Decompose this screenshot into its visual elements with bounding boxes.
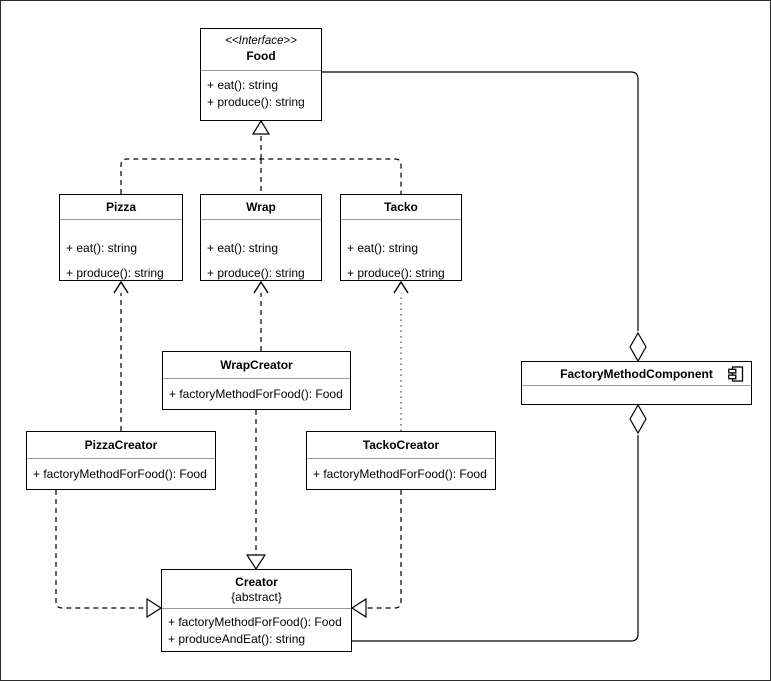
class-operations-pizzacreator: + factoryMethodForFood(): Food <box>27 459 215 483</box>
class-divider-wrapcreator <box>163 378 350 379</box>
class-box-factorymethodcomponent[interactable]: FactoryMethodComponent <box>521 361 752 405</box>
operation: + produce(): string <box>66 266 164 280</box>
class-divider-pizza <box>60 219 182 220</box>
operation: + eat(): string <box>347 241 419 255</box>
class-header-wrapcreator: WrapCreator <box>163 352 350 378</box>
class-divider-food <box>201 70 321 71</box>
operation: + eat(): string <box>66 241 138 255</box>
class-stereotype-food: <<Interface>> <box>225 35 297 47</box>
class-divider-tacko <box>341 219 461 220</box>
edge-generalization-pizzacreator-creator <box>55 490 163 619</box>
class-header-pizzacreator: PizzaCreator <box>27 432 215 458</box>
edge-dependency-tackocreator-tacko <box>393 280 409 431</box>
class-name-tackocreator: TackoCreator <box>362 438 440 452</box>
operation: + produce(): string <box>207 266 305 280</box>
class-header-food: <<Interface>> Food <box>201 29 321 70</box>
class-box-wrapcreator[interactable]: WrapCreator + factoryMethodForFood(): Fo… <box>162 351 351 410</box>
class-box-food[interactable]: <<Interface>> Food + eat(): string + pro… <box>200 28 322 121</box>
class-divider-pizzacreator <box>27 458 215 459</box>
edge-generalization-wrapcreator-creator <box>245 410 267 571</box>
class-header-wrap: Wrap <box>201 195 321 219</box>
operation: + eat(): string <box>207 78 279 92</box>
class-operations-creator: + factoryMethodForFood(): Food + produce… <box>162 609 351 648</box>
operation: + factoryMethodForFood(): Food <box>168 615 342 629</box>
class-divider-creator <box>162 608 351 609</box>
edge-generalization-tackocreator-creator <box>350 490 402 619</box>
operation: + factoryMethodForFood(): Food <box>33 467 207 481</box>
class-box-pizza[interactable]: Pizza + eat(): string + produce(): strin… <box>59 194 183 281</box>
edge-dependency-wrapcreator-wrap <box>253 280 269 351</box>
edge-dependency-pizzacreator-pizza <box>113 280 129 431</box>
class-operations-pizza: + eat(): string + produce(): string <box>60 220 182 282</box>
operation: + eat(): string <box>207 241 279 255</box>
operation: + produce(): string <box>207 95 305 109</box>
operation: + factoryMethodForFood(): Food <box>313 467 487 481</box>
operation: + produceAndEat(): string <box>168 632 306 646</box>
class-box-tackocreator[interactable]: TackoCreator + factoryMethodForFood(): F… <box>306 431 496 490</box>
class-name-food: Food <box>246 49 276 63</box>
class-operations-tacko: + eat(): string + produce(): string <box>341 220 461 282</box>
class-box-creator[interactable]: Creator {abstract} + factoryMethodForFoo… <box>161 569 352 652</box>
class-divider-wrap <box>201 219 321 220</box>
class-name-wrapcreator: WrapCreator <box>220 358 293 372</box>
class-divider-factorymethodcomponent <box>522 385 751 386</box>
class-operations-wrap: + eat(): string + produce(): string <box>201 220 321 282</box>
class-modifier-creator: {abstract} <box>231 590 282 604</box>
operation: + produce(): string <box>347 266 445 280</box>
class-name-pizzacreator: PizzaCreator <box>84 438 158 452</box>
class-box-wrap[interactable]: Wrap + eat(): string + produce(): string <box>200 194 322 281</box>
class-name-factorymethodcomponent: FactoryMethodComponent <box>560 367 713 381</box>
class-box-tacko[interactable]: Tacko + eat(): string + produce(): strin… <box>340 194 462 281</box>
class-header-factorymethodcomponent: FactoryMethodComponent <box>522 362 751 385</box>
class-operations-wrapcreator: + factoryMethodForFood(): Food <box>163 379 350 403</box>
class-header-creator: Creator {abstract} <box>162 570 351 608</box>
class-header-tackocreator: TackoCreator <box>307 432 495 458</box>
class-name-creator: Creator <box>235 575 278 589</box>
edge-realization-food <box>120 119 402 194</box>
component-icon <box>728 365 744 382</box>
class-operations-tackocreator: + factoryMethodForFood(): Food <box>307 459 495 483</box>
class-name-tacko: Tacko <box>384 200 418 214</box>
class-box-pizzacreator[interactable]: PizzaCreator + factoryMethodForFood(): F… <box>26 431 216 490</box>
class-divider-tackocreator <box>307 458 495 459</box>
class-name-wrap: Wrap <box>246 200 276 214</box>
edge-aggregation-component-creator <box>352 403 647 642</box>
operation: + factoryMethodForFood(): Food <box>169 387 343 401</box>
class-header-tacko: Tacko <box>341 195 461 219</box>
class-name-pizza: Pizza <box>105 200 136 214</box>
class-header-pizza: Pizza <box>60 195 182 219</box>
class-operations-food: + eat(): string + produce(): string <box>201 71 321 111</box>
